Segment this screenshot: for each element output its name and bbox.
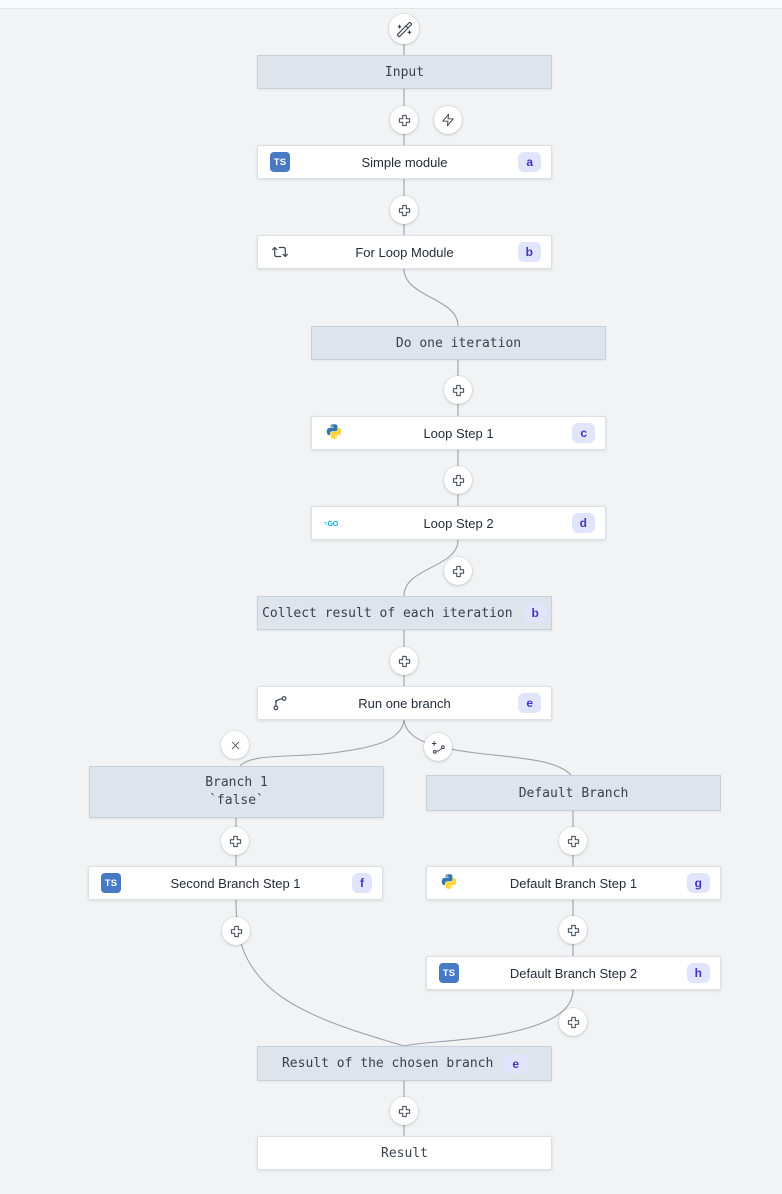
step-id-badge: h: [686, 963, 710, 983]
step-id-badge: b: [523, 603, 547, 623]
node-result[interactable]: Result: [257, 1136, 552, 1170]
node-label: Result: [381, 1145, 428, 1161]
plus-icon: [230, 925, 242, 937]
plus-icon: [452, 565, 464, 577]
plus-icon: [398, 204, 410, 216]
plus-icon: [398, 655, 410, 667]
node-label: For Loop Module: [355, 244, 454, 260]
plus-icon: [452, 474, 464, 486]
node-branch-1[interactable]: Branch 1 `false`: [89, 766, 384, 818]
step-id-badge: b: [517, 242, 541, 262]
plus-icon: [567, 1016, 579, 1028]
add-step-button[interactable]: [444, 466, 472, 494]
toolbar-edge: [0, 0, 782, 9]
node-label: Second Branch Step 1: [170, 875, 301, 891]
node-label: Loop Step 2: [423, 515, 494, 531]
svg-text:GO: GO: [328, 520, 339, 527]
node-second-branch-step-1[interactable]: TS Second Branch Step 1 f: [88, 866, 383, 900]
zap-icon: [442, 113, 454, 127]
connector-curve: [403, 539, 459, 597]
python-icon: [439, 873, 459, 893]
golang-icon: GO: [324, 513, 344, 533]
connector-curve: [239, 719, 405, 767]
add-step-button[interactable]: [390, 106, 418, 134]
add-step-button[interactable]: [222, 917, 250, 945]
node-label: Input: [384, 64, 425, 80]
node-do-one-iteration[interactable]: Do one iteration: [311, 326, 606, 360]
node-label: Default Branch Step 2: [509, 965, 638, 981]
step-id-badge: g: [686, 873, 710, 893]
node-label: Simple module: [361, 154, 448, 170]
node-simple-module[interactable]: TS Simple module a: [257, 145, 552, 179]
node-label: Do one iteration: [395, 335, 522, 351]
node-label: Result of the chosen branch: [281, 1056, 494, 1071]
node-label: Collect result of each iteration: [262, 605, 513, 621]
remove-branch-button[interactable]: [221, 731, 249, 759]
add-step-button[interactable]: [390, 1097, 418, 1125]
magic-wand-icon: [396, 21, 412, 37]
plus-icon: [229, 835, 241, 847]
node-run-one-branch[interactable]: Run one branch e: [257, 686, 552, 720]
plus-icon: [567, 924, 579, 936]
typescript-icon: TS: [101, 873, 121, 893]
repeat-icon: [270, 242, 290, 262]
add-branch-button[interactable]: [424, 733, 452, 761]
add-step-button[interactable]: [221, 827, 249, 855]
add-step-button[interactable]: [559, 827, 587, 855]
connector-curve: [403, 719, 572, 776]
node-for-loop[interactable]: For Loop Module b: [257, 235, 552, 269]
step-id-badge: d: [571, 513, 595, 533]
plus-icon: [398, 114, 410, 126]
typescript-icon: TS: [270, 152, 290, 172]
node-label: Default Branch: [518, 785, 629, 801]
add-step-button[interactable]: [559, 1008, 587, 1036]
step-id-badge: f: [352, 873, 372, 893]
add-step-button[interactable]: [559, 916, 587, 944]
step-id-badge: e: [504, 1053, 527, 1074]
node-collect-result[interactable]: Collect result of each iteration b: [257, 596, 552, 630]
connector-curve: [235, 899, 405, 1047]
add-step-button[interactable]: [390, 647, 418, 675]
node-loop-step-1[interactable]: Loop Step 1 c: [311, 416, 606, 450]
plus-icon: [398, 1105, 410, 1117]
node-label: Branch 1 `false`: [205, 775, 268, 808]
add-step-button[interactable]: [444, 376, 472, 404]
node-loop-step-2[interactable]: GO Loop Step 2 d: [311, 506, 606, 540]
node-label: Run one branch: [358, 695, 451, 711]
connector-curve: [403, 268, 459, 327]
step-id-badge: a: [518, 152, 541, 172]
connector-curve: [403, 989, 574, 1047]
node-default-branch-step-1[interactable]: Default Branch Step 1 g: [426, 866, 721, 900]
branch-split-icon: [270, 693, 290, 713]
trigger-button[interactable]: [434, 106, 462, 134]
ai-flow-button[interactable]: [389, 14, 419, 44]
node-default-branch[interactable]: Default Branch: [426, 775, 721, 811]
plus-icon: [567, 835, 579, 847]
plus-icon: [452, 384, 464, 396]
node-default-branch-step-2[interactable]: TS Default Branch Step 2 h: [426, 956, 721, 990]
node-label: Loop Step 1: [423, 425, 494, 441]
typescript-icon: TS: [439, 963, 459, 983]
node-result-of-chosen-branch[interactable]: Result of the chosen branch e: [257, 1046, 552, 1081]
python-icon: [324, 423, 344, 443]
step-id-badge: e: [518, 693, 541, 713]
add-step-button[interactable]: [390, 196, 418, 224]
x-icon: [231, 741, 239, 749]
node-input[interactable]: Input: [257, 55, 552, 89]
step-id-badge: c: [572, 423, 595, 443]
node-label: Default Branch Step 1: [509, 875, 638, 891]
branch-plus-icon: [431, 740, 445, 754]
add-step-button[interactable]: [444, 557, 472, 585]
